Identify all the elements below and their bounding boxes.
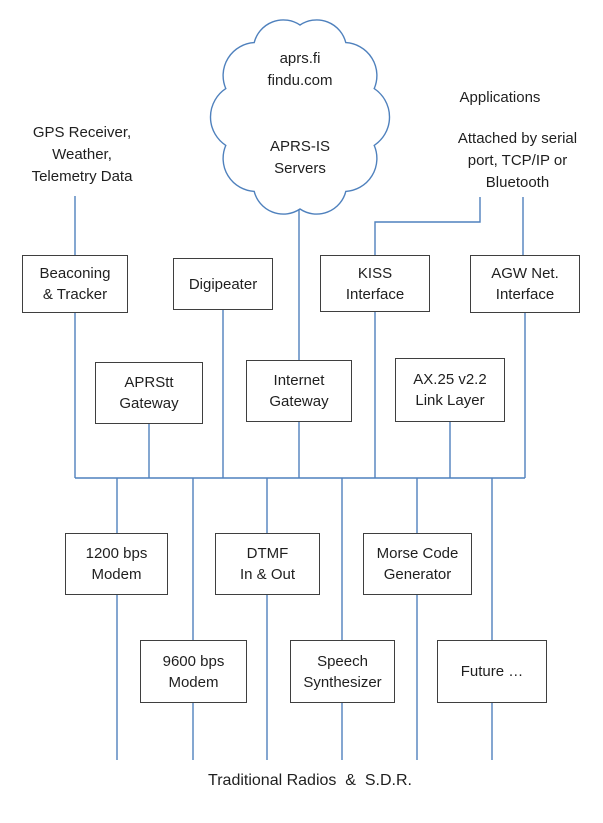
box-future: Future …	[437, 640, 547, 703]
cloud-label-aprs-is-servers: APRS-IS Servers	[269, 138, 330, 177]
connector-serial-to-kiss	[374, 197, 481, 255]
box-9600bps-modem: 9600 bps Modem	[140, 640, 247, 703]
box-agw-net-interface: AGW Net. Interface	[470, 255, 580, 313]
label-attached-by-serial: Attached by serial port, TCP/IP or Bluet…	[457, 130, 578, 191]
box-1200bps-modem: 1200 bps Modem	[65, 533, 168, 595]
aprs-is-cloud-shape	[209, 19, 391, 215]
box-digipeater: Digipeater	[173, 258, 273, 310]
label-traditional-radios-sdr: Traditional Radios & S.D.R.	[208, 772, 412, 789]
box-dtmf-in-out: DTMF In & Out	[215, 533, 320, 595]
box-speech-synthesizer: Speech Synthesizer	[290, 640, 395, 703]
label-gps-receiver: GPS Receiver, Weather, Telemetry Data	[31, 124, 133, 185]
label-applications: Applications	[459, 89, 541, 106]
box-morse-code-generator: Morse Code Generator	[363, 533, 472, 595]
box-beaconing-tracker: Beaconing & Tracker	[22, 255, 128, 313]
box-kiss-interface: KISS Interface	[320, 255, 430, 312]
box-internet-gateway: Internet Gateway	[246, 360, 352, 422]
cloud-label-aprs-fi-findu: aprs.fi findu.com	[267, 50, 333, 89]
box-ax25-link-layer: AX.25 v2.2 Link Layer	[395, 358, 505, 422]
box-aprstt-gateway: APRStt Gateway	[95, 362, 203, 424]
